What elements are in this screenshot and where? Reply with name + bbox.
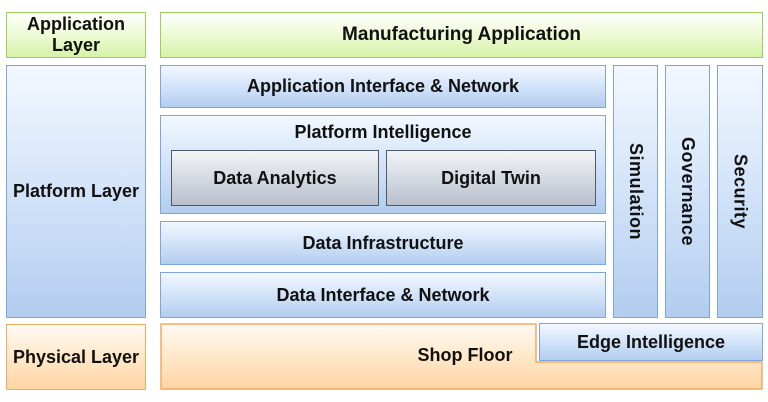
simulation-box: Simulation	[613, 65, 658, 318]
governance-box: Governance	[665, 65, 710, 318]
data-interface-network-box: Data Interface & Network	[160, 272, 606, 318]
edge-intelligence-box: Edge Intelligence	[539, 323, 763, 361]
security-box: Security	[717, 65, 763, 318]
digital-twin-box: Digital Twin	[386, 150, 596, 206]
simulation-label: Simulation	[625, 142, 646, 240]
data-analytics-box: Data Analytics	[171, 150, 379, 206]
physical-layer-label: Physical Layer	[6, 324, 146, 390]
shop-floor-shape	[160, 323, 763, 390]
shop-floor-label: Shop Floor	[417, 345, 513, 365]
application-interface-network-box: Application Interface & Network	[160, 65, 606, 108]
platform-layer-label: Platform Layer	[6, 65, 146, 318]
security-label: Security	[730, 153, 751, 230]
application-layer-label: Application Layer	[6, 12, 146, 58]
platform-intelligence-label: Platform Intelligence	[294, 122, 472, 142]
data-infrastructure-box: Data Infrastructure	[160, 221, 606, 265]
manufacturing-application-box: Manufacturing Application	[160, 12, 763, 58]
governance-label: Governance	[677, 136, 698, 247]
shop-floor-box: Shop Floor	[160, 323, 763, 390]
